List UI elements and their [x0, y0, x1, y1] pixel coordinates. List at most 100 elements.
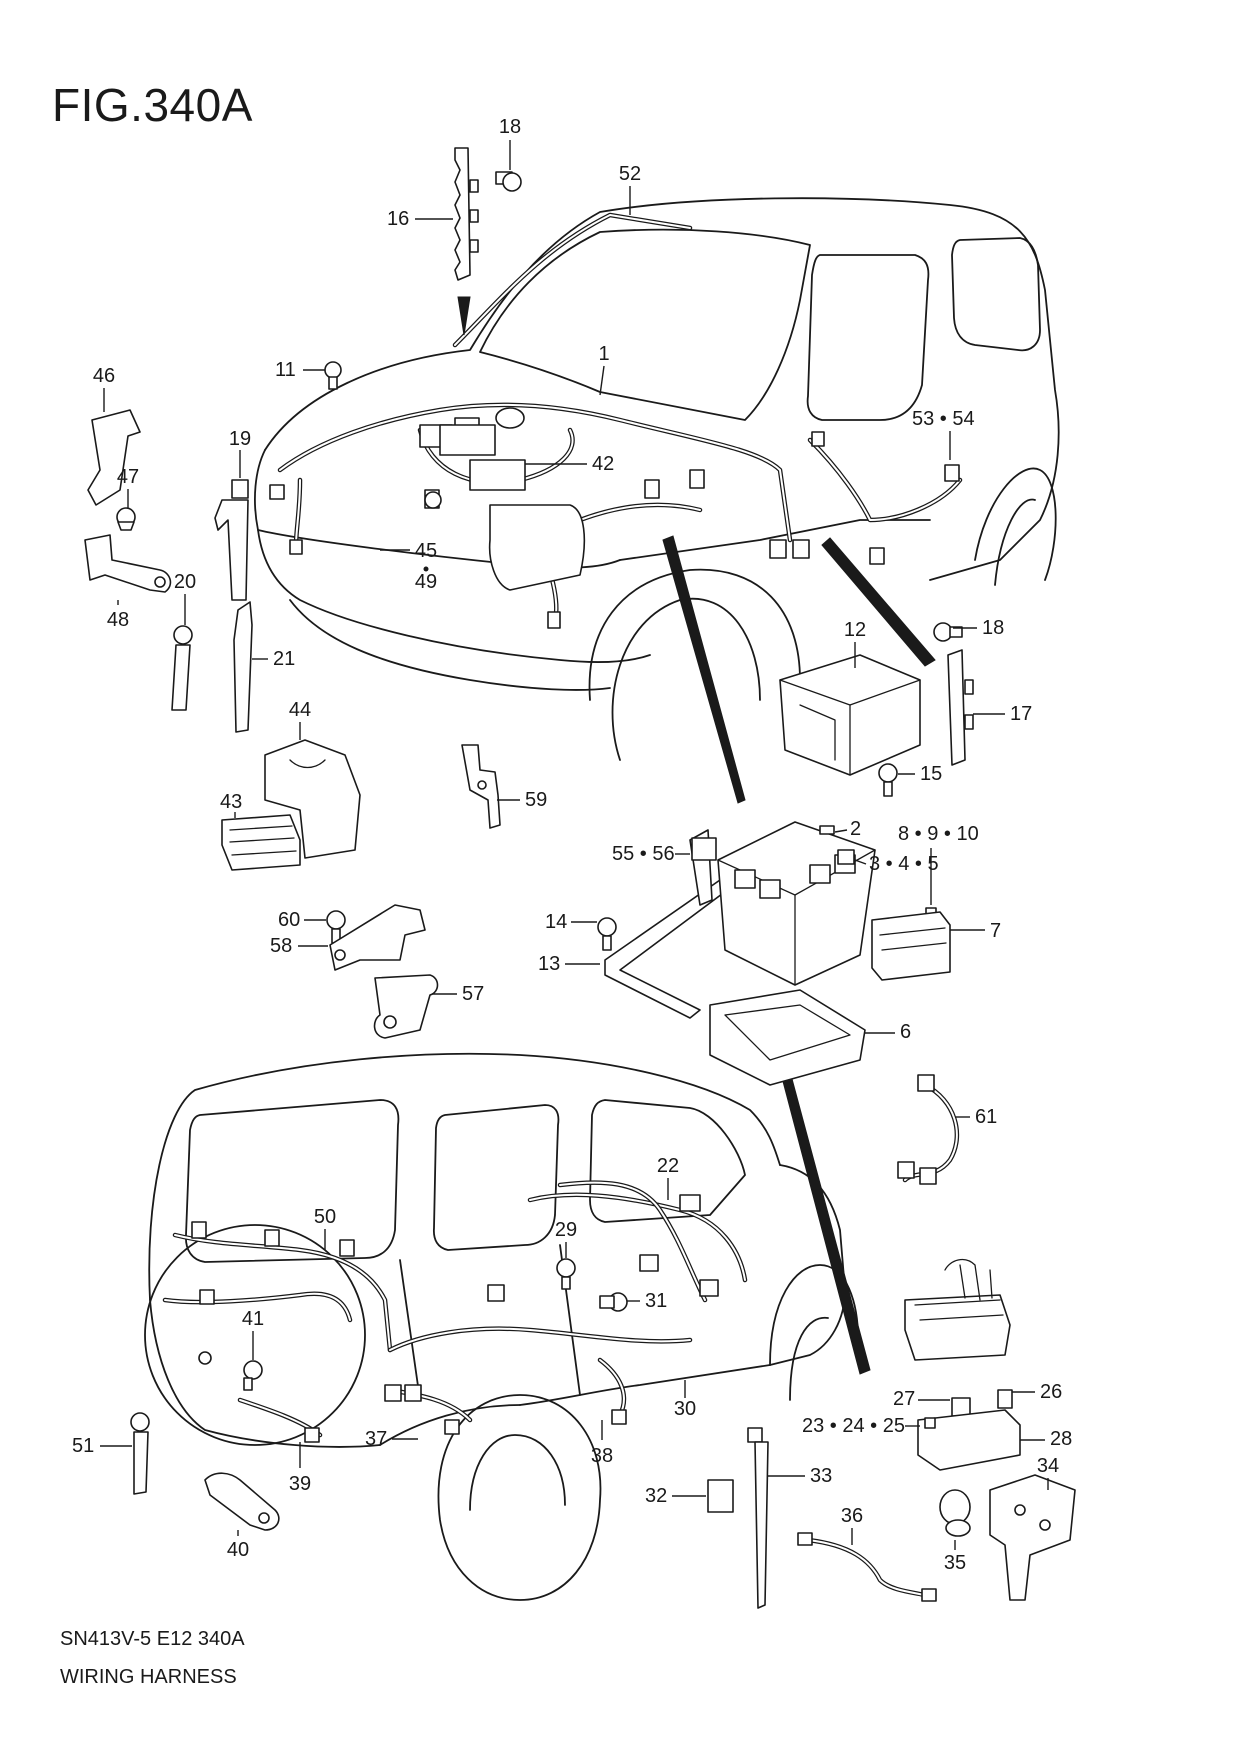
callout-28: 28: [1050, 1428, 1072, 1450]
pointer-arrows: [457, 296, 936, 1375]
part-19-clamp: [214, 479, 249, 601]
callout-23-24-25: 23 • 24 • 25: [802, 1415, 905, 1437]
part-36-cable: [797, 1532, 937, 1602]
callout-32: 32: [645, 1485, 667, 1507]
fuse-box-main: [717, 821, 876, 986]
part-43-fuse-block: [221, 814, 301, 871]
callout-49: 49: [415, 571, 437, 593]
part-40-bracket: [204, 1472, 280, 1531]
callout-6: 6: [900, 1021, 911, 1043]
callout-42: 42: [592, 453, 614, 475]
part-57-bracket: [373, 974, 439, 1039]
callout-13: 13: [538, 953, 560, 975]
part-21-clamp: [233, 601, 253, 733]
callout-37: 37: [365, 1428, 387, 1450]
part-44-cover: [264, 739, 361, 859]
leader-line-c-3-4-5: [854, 859, 867, 865]
callout-29: 29: [555, 1219, 577, 1241]
callout-1: 1: [598, 343, 609, 365]
callout-51: 51: [72, 1435, 94, 1457]
callout-44: 44: [289, 699, 311, 721]
part-32-label: [707, 1479, 734, 1513]
callout-27: 27: [893, 1388, 915, 1410]
callout-26: 26: [1040, 1381, 1062, 1403]
rear-vehicle-body: [144, 1052, 860, 1601]
part-48-bracket: [84, 534, 172, 593]
callout-46: 46: [93, 365, 115, 387]
part-6-tray: [709, 989, 866, 1086]
callout-61: 61: [975, 1106, 997, 1128]
callout-7: 7: [990, 920, 1001, 942]
part-16-bracket: [454, 147, 479, 281]
callout-21: 21: [273, 648, 295, 670]
part-58-bracket: [329, 904, 426, 971]
callout-19: 19: [229, 428, 251, 450]
part-17-bracket: [947, 649, 974, 766]
callout-50: 50: [314, 1206, 336, 1228]
callout-57: 57: [462, 983, 484, 1005]
callout-8-9-10: 8 • 9 • 10: [898, 823, 979, 845]
callout-59: 59: [525, 789, 547, 811]
part-41-bolt: [198, 1351, 263, 1391]
callout-12: 12: [844, 619, 866, 641]
part-11-bolt: [324, 361, 342, 390]
callout-45: 45: [415, 540, 437, 562]
callout-38: 38: [591, 1445, 613, 1467]
callout-39: 39: [289, 1473, 311, 1495]
callout-35: 35: [944, 1552, 966, 1574]
callout-43: 43: [220, 791, 242, 813]
part-20-clamp: [171, 625, 193, 711]
part-59-bracket: [461, 744, 501, 829]
callout-separator-dot: [423, 566, 429, 572]
part-47-bolt: [116, 507, 136, 531]
part-2-fuse: [819, 825, 835, 835]
callout-31: 31: [645, 1290, 667, 1312]
part-51-clamp: [130, 1412, 150, 1495]
callout-16: 16: [387, 208, 409, 230]
figure-code: SN413V-5 E12 340A: [60, 1628, 245, 1650]
part-35-buzzer: [939, 1489, 971, 1537]
rear-wiring-harness: [162, 1180, 748, 1443]
callout-60: 60: [278, 909, 300, 931]
callout-41: 41: [242, 1308, 264, 1330]
callout-14: 14: [545, 911, 567, 933]
part-14-bolt: [597, 917, 617, 951]
part-26-27-28-relay-block: [904, 1258, 1021, 1471]
callout-3-4-5: 3 • 4 • 5: [869, 853, 939, 875]
part-33-strap: [747, 1427, 769, 1609]
callout-55-56: 55 • 56: [612, 843, 675, 865]
callout-15: 15: [920, 763, 942, 785]
callout-20: 20: [174, 571, 196, 593]
callout-30: 30: [674, 1398, 696, 1420]
callout-47: 47: [117, 466, 139, 488]
callout-58: 58: [270, 935, 292, 957]
part-46-bracket: [87, 409, 141, 506]
callout-52: 52: [619, 163, 641, 185]
part-7-module: [871, 911, 951, 981]
part-15-bolt: [878, 763, 898, 797]
callout-18b: 18: [982, 617, 1004, 639]
part-12-cover: [779, 654, 921, 776]
leader-line-c-1: [599, 365, 605, 396]
callout-53-54: 53 • 54: [912, 408, 975, 430]
part-55-56-relay: [691, 837, 717, 861]
part-34-bracket: [989, 1474, 1076, 1601]
part-61-harness: [897, 1074, 960, 1185]
callout-48: 48: [107, 609, 129, 631]
callout-18a: 18: [499, 116, 521, 138]
part-31-bolt: [599, 1292, 628, 1312]
callout-22: 22: [657, 1155, 679, 1177]
figure-title: FIG.340A: [52, 79, 253, 131]
part-3-4-5-relay: [837, 849, 855, 865]
figure-name: WIRING HARNESS: [60, 1666, 237, 1688]
part-60-bolt: [326, 910, 346, 944]
callout-34: 34: [1037, 1455, 1059, 1477]
part-45-49-unit: [424, 489, 586, 591]
callout-40: 40: [227, 1539, 249, 1561]
part-18-bolt-right: [933, 622, 963, 642]
part-18-bolt-top: [495, 171, 522, 192]
part-42-relay: [439, 424, 526, 491]
